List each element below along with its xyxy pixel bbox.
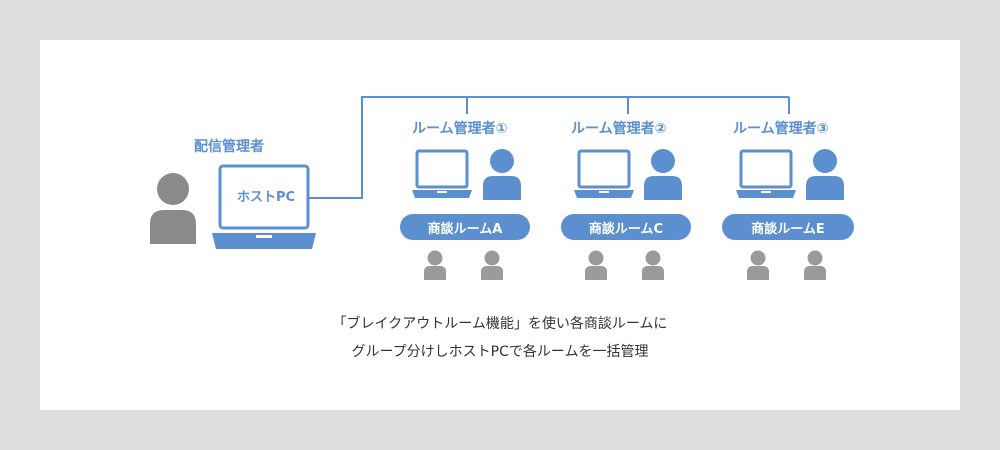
room-2-laptop-icon bbox=[574, 149, 634, 198]
room-3-participant-2-icon bbox=[804, 250, 826, 280]
room-1-participant-2-icon bbox=[481, 250, 503, 280]
host-laptop-icon bbox=[212, 164, 316, 249]
room-1-laptop-icon bbox=[412, 149, 472, 198]
room-1-name-pill: 商談ルームA bbox=[400, 214, 530, 240]
room-2-manager-person-icon bbox=[644, 149, 682, 200]
host-title: 配信管理者 bbox=[194, 139, 264, 155]
room-1-participant-1-icon bbox=[424, 250, 446, 280]
room-3-manager-label: ルーム管理者③ bbox=[733, 121, 829, 137]
room-2-manager-label: ルーム管理者② bbox=[571, 121, 667, 137]
room-1-manager-label: ルーム管理者① bbox=[412, 121, 508, 137]
room-3-name-pill: 商談ルームE bbox=[722, 214, 854, 240]
room-2-name-pill: 商談ルームC bbox=[561, 214, 691, 240]
room-2-participant-1-icon bbox=[585, 250, 607, 280]
host-person-icon bbox=[150, 173, 196, 244]
room-2-participant-2-icon bbox=[642, 250, 664, 280]
host-screen-label: ホストPC bbox=[236, 190, 296, 205]
host-to-rooms-line bbox=[305, 96, 789, 199]
room-3-participant-1-icon bbox=[747, 250, 769, 280]
caption-line-1: 「ブレイクアウトルーム機能」を使い各商談ルームに bbox=[332, 316, 668, 332]
room-1-manager-person-icon bbox=[483, 149, 521, 200]
room-3-laptop-icon bbox=[736, 149, 796, 198]
room-3-manager-person-icon bbox=[806, 149, 844, 200]
caption-line-2: グループ分けしホストPCで各ルームを一括管理 bbox=[351, 344, 649, 360]
